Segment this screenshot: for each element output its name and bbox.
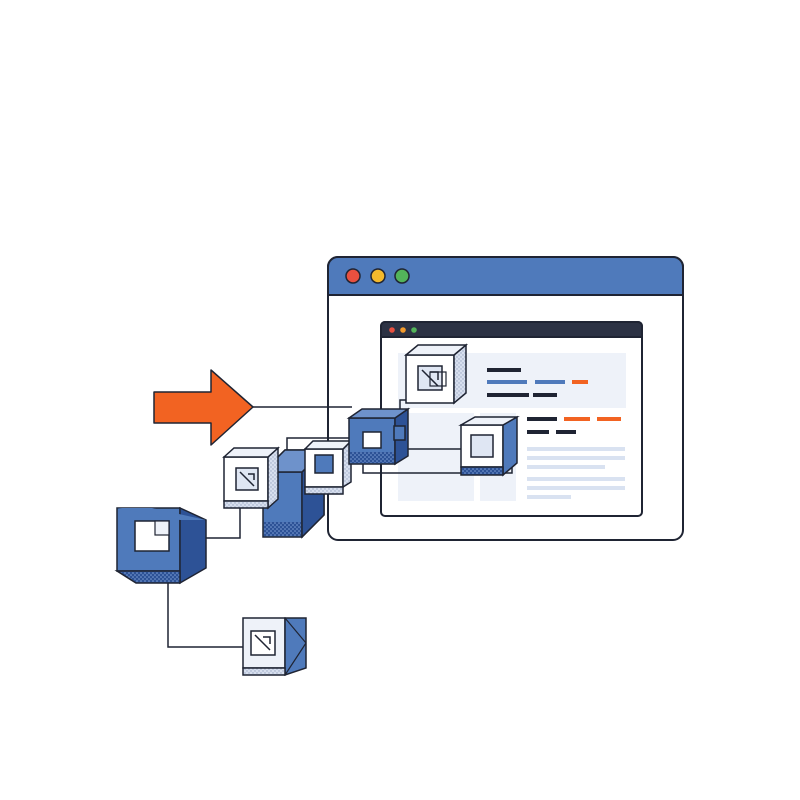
cube-block-icon [346,407,411,466]
cube-block-icon [303,439,353,495]
cube-block-icon [458,415,520,477]
right-arrow-icon [153,369,254,446]
inner-title-bar [380,321,643,338]
inner-maximize-icon [411,327,417,333]
window-maximize-icon[interactable] [394,268,410,284]
window-minimize-icon[interactable] [370,268,386,284]
inner-close-icon [389,327,395,333]
cube-block-icon [222,446,280,510]
inner-text-lines [487,368,625,499]
browser-title-bar [327,256,684,296]
window-close-icon[interactable] [345,268,361,284]
cube-block-icon [403,343,469,405]
cube-block-icon [242,617,307,677]
connector-large-to-small-block [167,580,243,648]
cube-block-icon [114,506,207,585]
inner-minimize-icon [400,327,406,333]
